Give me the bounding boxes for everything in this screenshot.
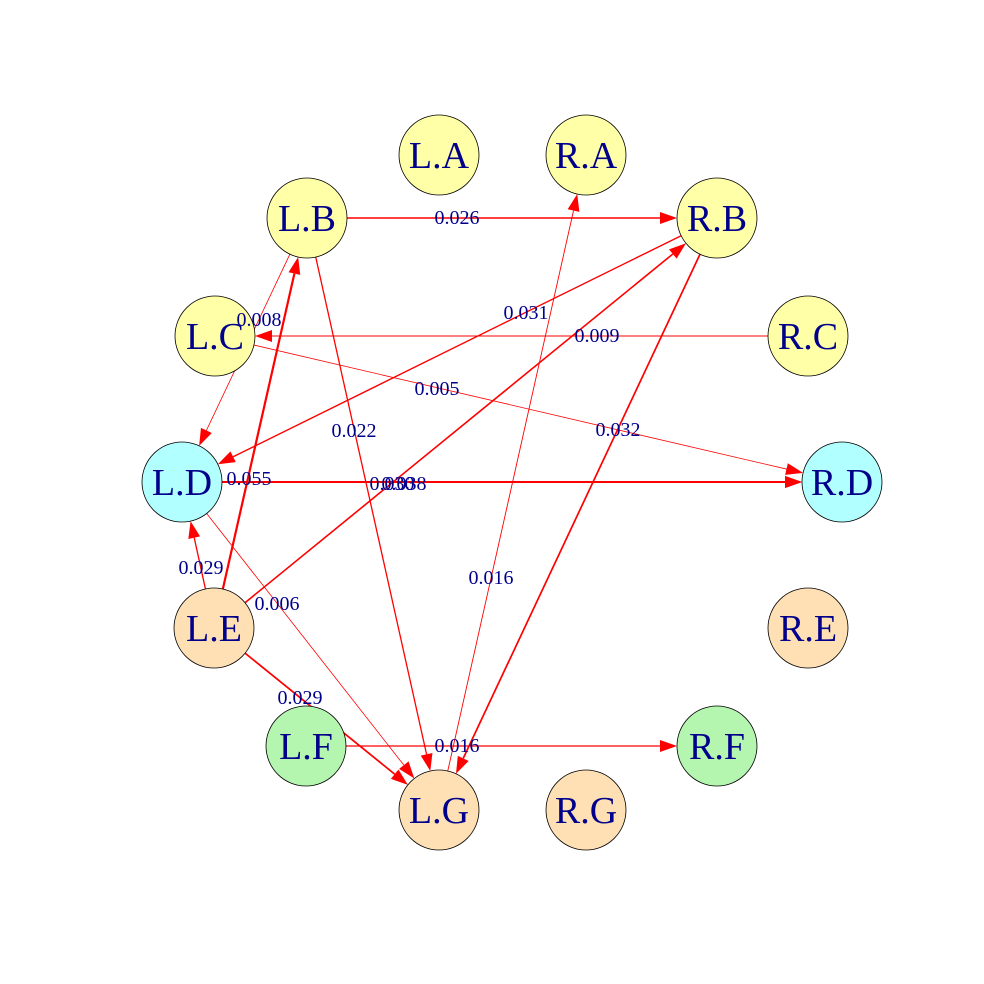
node-ra[interactable]: R.A (545, 114, 627, 196)
edge-lb-lg (315, 256, 433, 771)
arrowhead (390, 769, 408, 785)
node-rf[interactable]: R.F (676, 705, 758, 787)
arrowhead (660, 740, 677, 752)
node-circle (676, 705, 758, 787)
edge-lf-rf (346, 740, 677, 752)
node-circle (545, 769, 627, 851)
node-ld[interactable]: L.D (141, 441, 223, 523)
node-circle (398, 114, 480, 196)
edge-line (315, 256, 428, 755)
arrowhead (785, 476, 802, 488)
edge-weight-label: 0.016 (435, 735, 480, 757)
edge-weight-label: 0.026 (435, 207, 480, 229)
edge-weight-label: 0.029 (179, 557, 224, 579)
node-re[interactable]: R.E (767, 587, 849, 669)
node-label: R.B (687, 198, 747, 240)
node-circle (266, 177, 348, 259)
node-circle (545, 114, 627, 196)
edge-line (221, 273, 296, 590)
edge-weight-label: 0.005 (415, 378, 460, 400)
node-label: L.A (409, 135, 470, 177)
edge-weight-label: 0.016 (469, 567, 514, 589)
node-label: R.G (555, 790, 617, 832)
node-circle (173, 587, 255, 669)
edge-rc-lc (255, 330, 768, 342)
node-label: L.E (186, 608, 242, 650)
arrowhead (660, 212, 677, 224)
edge-weight-label: 0.029 (278, 687, 323, 709)
node-label: L.F (279, 726, 333, 768)
node-lg[interactable]: L.G (398, 769, 480, 851)
node-label: R.D (811, 462, 873, 504)
arrowhead (199, 427, 212, 446)
node-label: R.F (689, 726, 745, 768)
node-rd[interactable]: R.D (801, 441, 883, 523)
arrowhead (567, 194, 580, 212)
nodes-layer: L.A R.A L.B R.B L.C R.C L.D R.D L.E R.E L.F R.F L.G R… (141, 114, 883, 851)
edge-weight-label: 0.038 (382, 473, 427, 495)
edges-layer (188, 194, 804, 785)
arrowhead (288, 257, 301, 275)
node-label: R.C (778, 316, 838, 358)
arrowhead (785, 463, 804, 475)
edge-weight-label: 0.009 (575, 325, 620, 347)
edge-lc-rd (253, 344, 804, 475)
node-label: L.B (278, 198, 336, 240)
edge-line (206, 513, 405, 766)
edge-weight-label: 0.055 (227, 468, 272, 490)
arrowhead (399, 761, 415, 779)
arrowhead (255, 330, 272, 342)
node-le[interactable]: L.E (173, 587, 255, 669)
edge-weight-label: 0.031 (504, 302, 549, 324)
edge-rb-lg (456, 253, 701, 774)
edge-line (447, 210, 574, 772)
edge-ld-rd (222, 476, 802, 488)
node-label: L.G (409, 790, 469, 832)
node-label: L.D (152, 462, 212, 504)
node-circle (767, 295, 849, 377)
node-label: R.A (555, 135, 618, 177)
edge-lg-ra (447, 194, 580, 772)
arrowhead (456, 755, 469, 774)
edge-line (253, 344, 787, 470)
edge-line (244, 253, 674, 604)
node-circle (141, 441, 223, 523)
node-label: R.E (779, 608, 837, 650)
node-lc[interactable]: L.C (174, 295, 256, 377)
node-rb[interactable]: R.B (676, 177, 758, 259)
edge-rb-ld (217, 235, 682, 465)
node-circle (767, 587, 849, 669)
edge-line (232, 235, 682, 458)
arrowhead (669, 243, 686, 259)
edge-weight-label: 0.022 (332, 420, 377, 442)
node-lf[interactable]: L.F (265, 705, 347, 787)
node-circle (801, 441, 883, 523)
node-circle (174, 295, 256, 377)
node-rc[interactable]: R.C (767, 295, 849, 377)
node-circle (676, 177, 758, 259)
edge-lb-rb (347, 212, 677, 224)
node-circle (265, 705, 347, 787)
node-circle (398, 769, 480, 851)
edge-le-rb (244, 243, 686, 604)
edge-weight-label: 0.030 (370, 473, 415, 495)
node-rg[interactable]: R.G (545, 769, 627, 851)
arrowhead (420, 753, 433, 771)
edge-labels-layer: 0.026 0.022 0.009 0.005 0.008 0.031 0.032 0.055… (179, 207, 641, 757)
edge-line (462, 253, 701, 759)
arrowhead (217, 451, 236, 465)
edge-le-ld (188, 521, 207, 590)
edge-weight-label: 0.008 (237, 309, 282, 331)
edge-le-lb (221, 257, 301, 590)
arrowhead (188, 521, 201, 539)
edge-weight-label: 0.006 (255, 593, 300, 615)
edge-weight-label: 0.032 (596, 419, 641, 441)
node-lb[interactable]: L.B (266, 177, 348, 259)
node-label: L.C (186, 316, 244, 358)
edge-line (193, 537, 207, 590)
edge-ld-lg (206, 513, 415, 779)
node-la[interactable]: L.A (398, 114, 480, 196)
